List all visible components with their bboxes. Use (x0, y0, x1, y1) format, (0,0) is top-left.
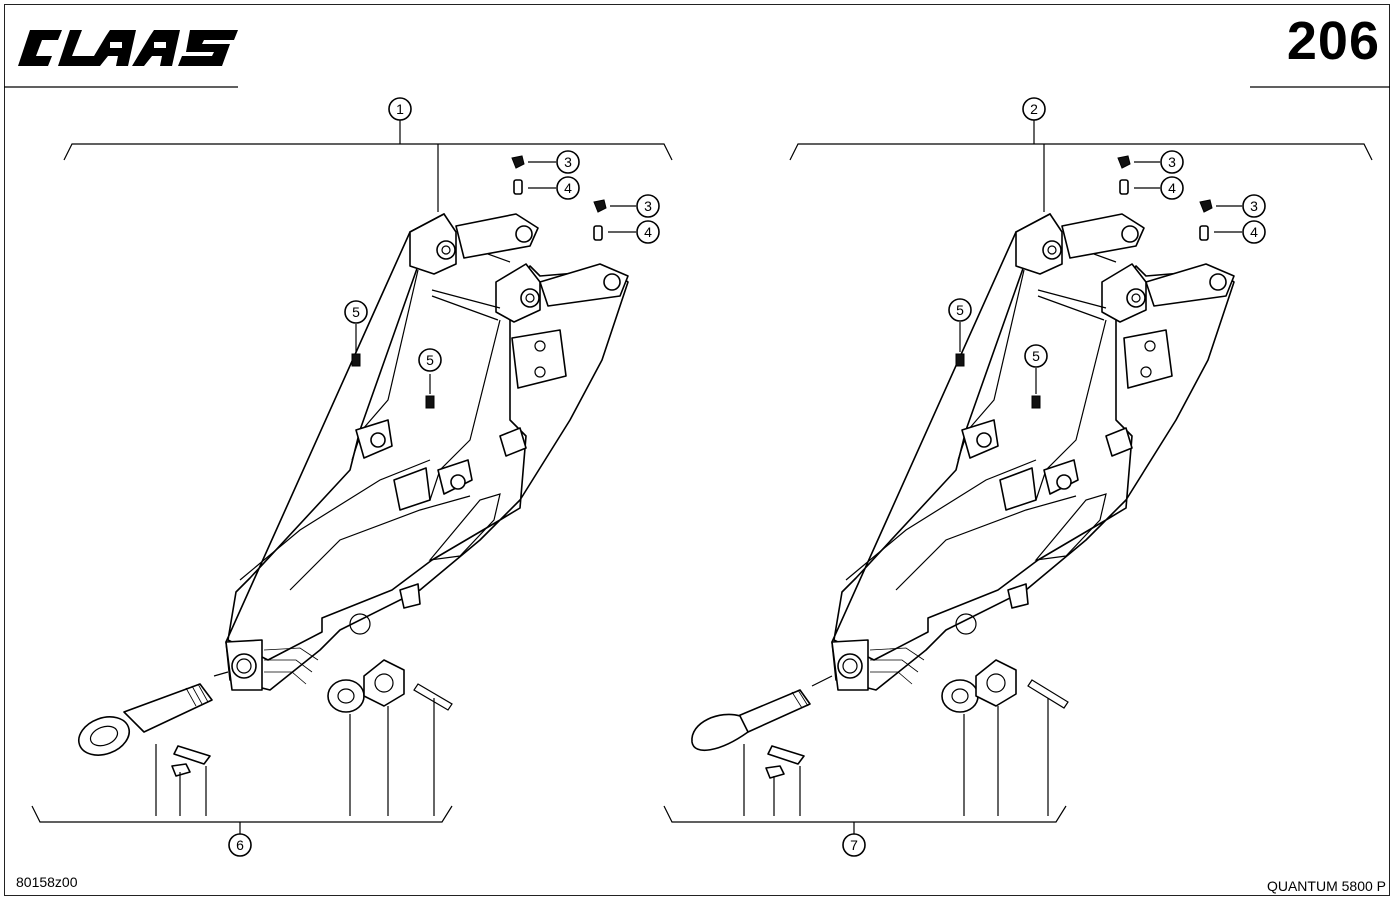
drawbar-frame-left (225, 213, 629, 691)
drawbar-frame-right (831, 213, 1235, 691)
page-frame (4, 4, 1390, 896)
callout-5: 5 (344, 300, 368, 324)
cotter-pin-left (413, 683, 453, 711)
grease-fitting-icon (351, 353, 361, 367)
callout-5: 5 (1024, 344, 1048, 368)
grease-fitting-icon (425, 395, 435, 409)
svg-text:4: 4 (1250, 224, 1258, 240)
grease-nipple-icon (513, 179, 523, 195)
grease-cap-icon (511, 155, 525, 169)
svg-text:3: 3 (1168, 154, 1176, 170)
svg-text:5: 5 (426, 352, 434, 368)
lock-plate-right (767, 745, 805, 765)
drawing-code: 80158z00 (16, 874, 78, 890)
castle-nut-left (363, 659, 405, 707)
cotter-pin-right (1027, 679, 1069, 709)
callout-3: 3 (1242, 194, 1266, 218)
callout-6: 6 (228, 833, 252, 857)
grease-cap-icon (593, 199, 607, 213)
washer-left (327, 679, 365, 713)
svg-text:6: 6 (236, 837, 244, 853)
svg-text:4: 4 (564, 180, 572, 196)
callout-4: 4 (636, 220, 660, 244)
svg-text:2: 2 (1030, 101, 1038, 117)
castle-nut-right (975, 659, 1017, 707)
page-number: 206 (1286, 11, 1380, 71)
right-assembly: 2 3 4 3 4 5 5 7 (663, 97, 1373, 857)
model-name: QUANTUM 5800 P (1266, 878, 1386, 894)
callout-5: 5 (418, 348, 442, 372)
grease-fitting-icon (955, 353, 965, 367)
ball-hitch-right (691, 689, 811, 751)
callout-4: 4 (1160, 176, 1184, 200)
grease-nipple-icon (1199, 225, 1209, 241)
callout-3: 3 (556, 150, 580, 174)
callout-4: 4 (1242, 220, 1266, 244)
grease-cap-icon (1199, 199, 1213, 213)
svg-text:5: 5 (1032, 348, 1040, 364)
brand-logo (18, 30, 238, 66)
svg-text:5: 5 (956, 302, 964, 318)
towing-eye-left (78, 683, 213, 756)
callout-3: 3 (1160, 150, 1184, 174)
callout-7: 7 (842, 833, 866, 857)
svg-text:7: 7 (850, 837, 858, 853)
callout-2: 2 (1022, 97, 1046, 121)
svg-text:5: 5 (352, 304, 360, 320)
svg-text:4: 4 (644, 224, 652, 240)
callout-3: 3 (636, 194, 660, 218)
callout-5: 5 (948, 298, 972, 322)
grease-nipple-icon (593, 225, 603, 241)
bolt-right (765, 765, 785, 790)
grease-fitting-icon (1031, 395, 1041, 409)
svg-text:3: 3 (1250, 198, 1258, 214)
svg-text:3: 3 (644, 198, 652, 214)
washer-right (941, 679, 979, 713)
left-assembly: 1 3 4 3 4 5 5 6 (31, 97, 673, 857)
callout-4: 4 (556, 176, 580, 200)
grease-cap-icon (1117, 155, 1131, 169)
svg-text:4: 4 (1168, 180, 1176, 196)
grease-nipple-icon (1119, 179, 1129, 195)
svg-text:3: 3 (564, 154, 572, 170)
lock-plate-left (173, 745, 211, 765)
callout-1: 1 (388, 97, 412, 121)
svg-text:1: 1 (396, 101, 404, 117)
bolt-left (171, 763, 191, 790)
